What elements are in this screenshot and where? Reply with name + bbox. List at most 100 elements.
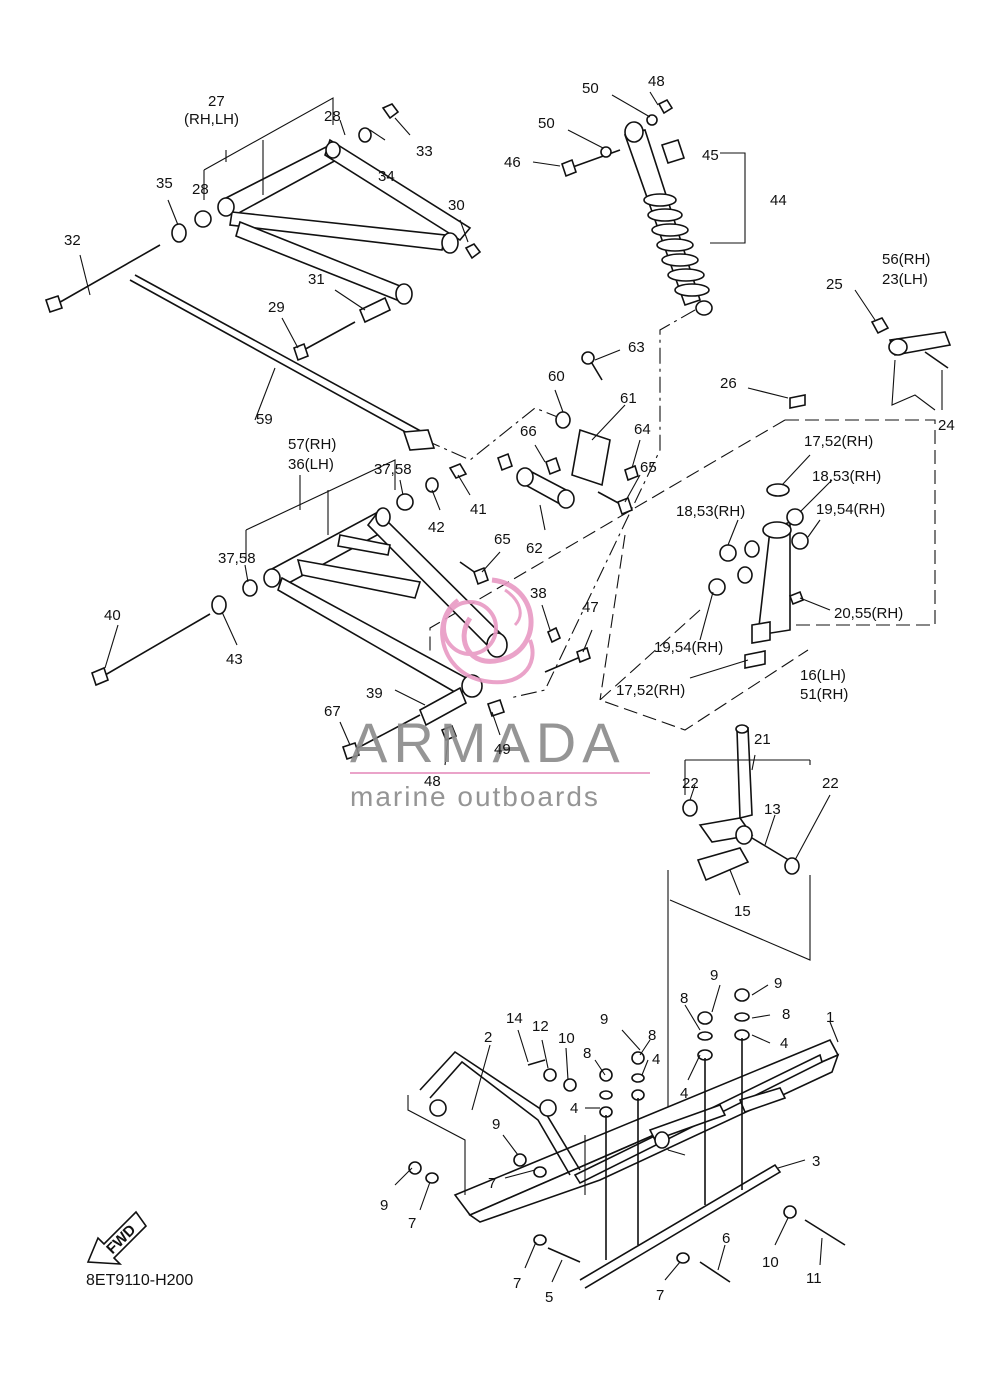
spindle-block — [708, 394, 809, 669]
callout-labels: 1 2 3 4 4 4 4 5 6 7 7 7 7 8 8 8 8 9 9 9 … — [64, 73, 955, 1306]
callout: 22 — [822, 775, 839, 792]
callout: 65 — [640, 459, 657, 476]
callout: 40 — [104, 607, 121, 624]
callout: 37,58 — [218, 550, 256, 567]
callout: 2 — [484, 1029, 492, 1046]
callout: 23(LH) — [882, 271, 928, 288]
callout: 21 — [754, 731, 771, 748]
leader-lines — [79, 91, 943, 1283]
spring-coils — [643, 193, 710, 297]
callout: 20,55(RH) — [834, 605, 903, 622]
callout: 28 — [324, 108, 341, 125]
callout: 4 — [780, 1035, 788, 1052]
callout: 12 — [532, 1018, 549, 1035]
callout: 9 — [600, 1011, 608, 1028]
callout: 4 — [652, 1051, 660, 1068]
callout: 9 — [774, 975, 782, 992]
callout: 24 — [938, 417, 955, 434]
callout: 9 — [380, 1197, 388, 1214]
callout: 9 — [492, 1116, 500, 1133]
callout: 9 — [710, 967, 718, 984]
callout: 26 — [720, 375, 737, 392]
callout: 18,53(RH) — [812, 468, 881, 485]
callout: 56(RH) — [882, 251, 930, 268]
callout: 4 — [680, 1085, 688, 1102]
callout: 66 — [520, 423, 537, 440]
ski — [407, 988, 846, 1289]
callout: 37,58 — [374, 461, 412, 478]
callout: 10 — [762, 1254, 779, 1271]
callout: 48 — [424, 773, 441, 790]
callout: 46 — [504, 154, 521, 171]
callout: 42 — [428, 519, 445, 536]
callout: 28 — [192, 181, 209, 198]
callout: 50 — [538, 115, 555, 132]
callout: 17,52(RH) — [804, 433, 873, 450]
lower-a-arm — [91, 459, 591, 761]
callout: 59 — [256, 411, 273, 428]
callout: 48 — [648, 73, 665, 90]
watermark-tagline: marine outboards — [350, 781, 600, 812]
callout: 45 — [702, 147, 719, 164]
callout: 6 — [722, 1230, 730, 1247]
callout: 34 — [378, 168, 395, 185]
callout: 63 — [628, 339, 645, 356]
callout: 25 — [826, 276, 843, 293]
armada-logo-icon — [440, 577, 535, 685]
callout: 11 — [806, 1270, 822, 1287]
callout: 10 — [558, 1030, 575, 1047]
callout: 3 — [812, 1153, 820, 1170]
callout: 67 — [324, 703, 341, 720]
steering-spindle — [682, 724, 811, 882]
callout: 8 — [583, 1045, 591, 1062]
callout: 4 — [570, 1100, 578, 1117]
callout: 51(RH) — [800, 686, 848, 703]
callout: 8 — [648, 1027, 656, 1044]
callout: 60 — [548, 368, 565, 385]
callout: 39 — [366, 685, 383, 702]
watermark-rule — [350, 772, 650, 774]
callout: 7 — [656, 1287, 664, 1304]
upper-a-arm — [44, 97, 482, 451]
callout: 31 — [308, 271, 325, 288]
callout: 7 — [488, 1175, 496, 1192]
callout: 33 — [416, 143, 433, 160]
callout: 49 — [494, 741, 511, 758]
callout: 43 — [226, 651, 243, 668]
callout: 64 — [634, 421, 651, 438]
callout: 18,53(RH) — [676, 503, 745, 520]
diagram-code: 8ET9110-H200 — [86, 1272, 194, 1289]
callout: 14 — [506, 1010, 523, 1027]
callout: 13 — [764, 801, 781, 818]
callout: 1 — [826, 1009, 834, 1026]
callout: 5 — [545, 1289, 553, 1306]
shock-absorber — [561, 98, 746, 316]
callout: 32 — [64, 232, 81, 249]
callout: 44 — [770, 192, 787, 209]
callout: 38 — [530, 585, 547, 602]
callout: 22 — [682, 775, 699, 792]
callout: 47 — [582, 599, 599, 616]
callout: 62 — [526, 540, 543, 557]
callout: 16(LH) — [800, 667, 846, 684]
callout: 61 — [620, 390, 637, 407]
callout: 27 — [208, 93, 225, 110]
callout: (RH,LH) — [184, 111, 239, 128]
callout: 15 — [734, 903, 751, 920]
callout: 29 — [268, 299, 285, 316]
watermark-brand: ARMADA — [350, 711, 626, 774]
callout: 8 — [782, 1006, 790, 1023]
fwd-arrow-icon: FWD — [86, 1210, 148, 1265]
suspension-link — [497, 351, 639, 516]
callout: 41 — [470, 501, 487, 518]
callout: 57(RH) — [288, 436, 336, 453]
steering-arm — [870, 317, 952, 369]
callout: 36(LH) — [288, 456, 334, 473]
callout: 19,54(RH) — [654, 639, 723, 656]
callout: 8 — [680, 990, 688, 1007]
callout: 30 — [448, 197, 465, 214]
callout: 7 — [513, 1275, 521, 1292]
callout: 19,54(RH) — [816, 501, 885, 518]
reference-lines — [424, 309, 936, 1156]
